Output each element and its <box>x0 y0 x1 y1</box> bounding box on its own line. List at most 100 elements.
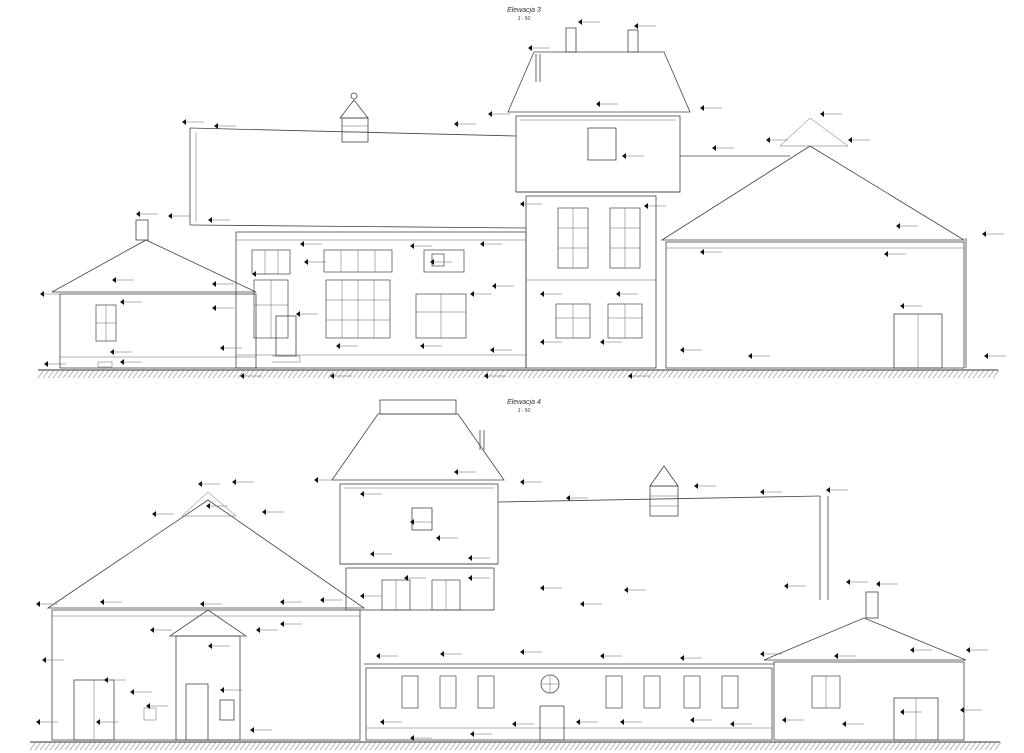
hatch-stroke <box>499 741 507 751</box>
hatch-stroke <box>524 741 532 751</box>
hatch-stroke <box>209 741 217 751</box>
hatch-stroke <box>227 369 235 379</box>
hatch-stroke <box>989 741 997 751</box>
hatch-stroke <box>289 741 297 751</box>
level-marker <box>208 217 212 223</box>
hatch-stroke <box>502 369 510 379</box>
hatch-stroke <box>652 369 660 379</box>
level-marker <box>620 719 624 725</box>
hatch-stroke <box>784 741 792 751</box>
hatch-stroke <box>44 741 52 751</box>
level-marker <box>304 259 308 265</box>
level-marker <box>404 575 408 581</box>
hatch-stroke <box>514 741 522 751</box>
hatch-stroke <box>992 369 1000 379</box>
main-roof-ridge <box>497 495 821 503</box>
level-marker <box>370 551 374 557</box>
level-marker <box>484 373 488 379</box>
level-marker <box>576 719 580 725</box>
level-marker <box>528 45 532 51</box>
level-marker <box>760 651 764 657</box>
hatch-stroke <box>794 741 802 751</box>
hatch-stroke <box>414 741 422 751</box>
hatch-stroke <box>574 741 582 751</box>
hatch-stroke <box>374 741 382 751</box>
hatch-stroke <box>739 741 747 751</box>
hatch-stroke <box>972 369 980 379</box>
hatch-stroke <box>994 741 1002 751</box>
hatch-stroke <box>362 369 370 379</box>
hatch-stroke <box>212 369 220 379</box>
hatch-stroke <box>34 741 42 751</box>
hatch-stroke <box>869 741 877 751</box>
hatch-stroke <box>937 369 945 379</box>
hatch-stroke <box>544 741 552 751</box>
hatch-stroke <box>522 369 530 379</box>
hatch-stroke <box>277 369 285 379</box>
hatch-stroke <box>174 741 182 751</box>
hatch-stroke <box>247 369 255 379</box>
hatch-stroke <box>447 369 455 379</box>
level-marker <box>520 649 524 655</box>
hatch-stroke <box>614 741 622 751</box>
hatch-stroke <box>379 741 387 751</box>
hatch-stroke <box>47 369 55 379</box>
hatch-stroke <box>879 741 887 751</box>
level-marker <box>130 689 134 695</box>
hatch-stroke <box>747 369 755 379</box>
hatch-stroke <box>932 369 940 379</box>
left-hall-roof <box>46 499 366 609</box>
hatch-stroke <box>467 369 475 379</box>
hatch-stroke <box>299 741 307 751</box>
hatch-stroke <box>159 741 167 751</box>
hatch-stroke <box>789 741 797 751</box>
hatch-stroke <box>229 741 237 751</box>
hatch-stroke <box>377 369 385 379</box>
hatch-stroke <box>674 741 682 751</box>
hatch-stroke <box>437 369 445 379</box>
level-marker <box>198 481 202 487</box>
hatch-stroke <box>337 369 345 379</box>
hatch-stroke <box>677 369 685 379</box>
level-markers <box>36 19 1006 741</box>
hatch-stroke <box>917 369 925 379</box>
hatch-stroke <box>342 369 350 379</box>
hatch-stroke <box>454 741 462 751</box>
hatch-stroke <box>57 369 65 379</box>
hatch-stroke <box>967 369 975 379</box>
hatch-stroke <box>482 369 490 379</box>
ground-hatching <box>37 369 1000 379</box>
level-marker <box>454 121 458 127</box>
elevation-4-drawing <box>29 399 1002 751</box>
hatch-stroke <box>644 741 652 751</box>
level-marker <box>206 503 210 509</box>
hatch-stroke <box>307 369 315 379</box>
level-marker <box>848 137 852 143</box>
left-wing-wall <box>59 293 257 369</box>
hatch-stroke <box>232 369 240 379</box>
hatch-stroke <box>974 741 982 751</box>
hatch-stroke <box>364 741 372 751</box>
hatch-stroke <box>609 741 617 751</box>
hatch-stroke <box>367 369 375 379</box>
hatch-stroke <box>339 741 347 751</box>
hatch-stroke <box>572 369 580 379</box>
level-marker <box>104 677 108 683</box>
chimney <box>135 219 149 241</box>
tower-upper <box>515 115 681 193</box>
hatch-stroke <box>402 369 410 379</box>
hatch-stroke <box>612 369 620 379</box>
hatch-stroke <box>167 369 175 379</box>
hatch-stroke <box>262 369 270 379</box>
hatch-stroke <box>764 741 772 751</box>
level-marker <box>146 703 150 709</box>
level-marker <box>820 111 824 117</box>
level-marker <box>120 359 124 365</box>
hatch-stroke <box>107 369 115 379</box>
hatch-stroke <box>269 741 277 751</box>
hatch-stroke <box>904 741 912 751</box>
hatch-stroke <box>497 369 505 379</box>
hatch-stroke <box>384 741 392 751</box>
level-marker <box>842 721 846 727</box>
hatch-stroke <box>202 369 210 379</box>
